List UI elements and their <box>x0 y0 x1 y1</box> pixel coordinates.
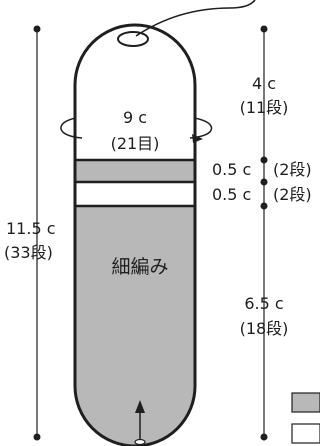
body-top-white <box>75 25 195 160</box>
stripe-gray-1 <box>75 160 195 182</box>
start-arrow-icon <box>135 400 145 413</box>
top-section-rows: (11段) <box>239 98 289 117</box>
total-measure: 11.5 c <box>6 219 56 238</box>
stripe-1-measure: 0.5 c <box>212 160 252 179</box>
total-rows: (33段) <box>4 243 53 262</box>
stripe-2-measure: 0.5 c <box>212 185 252 204</box>
circumference-arrow-icon <box>192 134 203 143</box>
circumference-measure: 9 c <box>122 108 148 127</box>
top-opening <box>117 31 149 47</box>
capsule-outline <box>73 23 197 446</box>
legend-swatch-gray <box>291 392 320 413</box>
start-point <box>134 438 146 446</box>
stripe-1-rows: (2段) <box>273 160 312 179</box>
top-section-measure: 4 c <box>251 74 277 93</box>
stripe-white <box>75 182 195 206</box>
circumference-ellipse-left <box>60 117 83 139</box>
string <box>135 0 256 37</box>
bottom-section-measure: 6.5 c <box>244 294 284 313</box>
body-label: 細編み <box>111 256 169 278</box>
body-bottom-gray <box>75 206 195 446</box>
circumference-stitches: (21目) <box>110 134 160 153</box>
bottom-section-rows: (18段) <box>239 319 289 338</box>
stripe-2-rows: (2段) <box>273 185 312 204</box>
legend-swatch-white <box>291 423 320 444</box>
